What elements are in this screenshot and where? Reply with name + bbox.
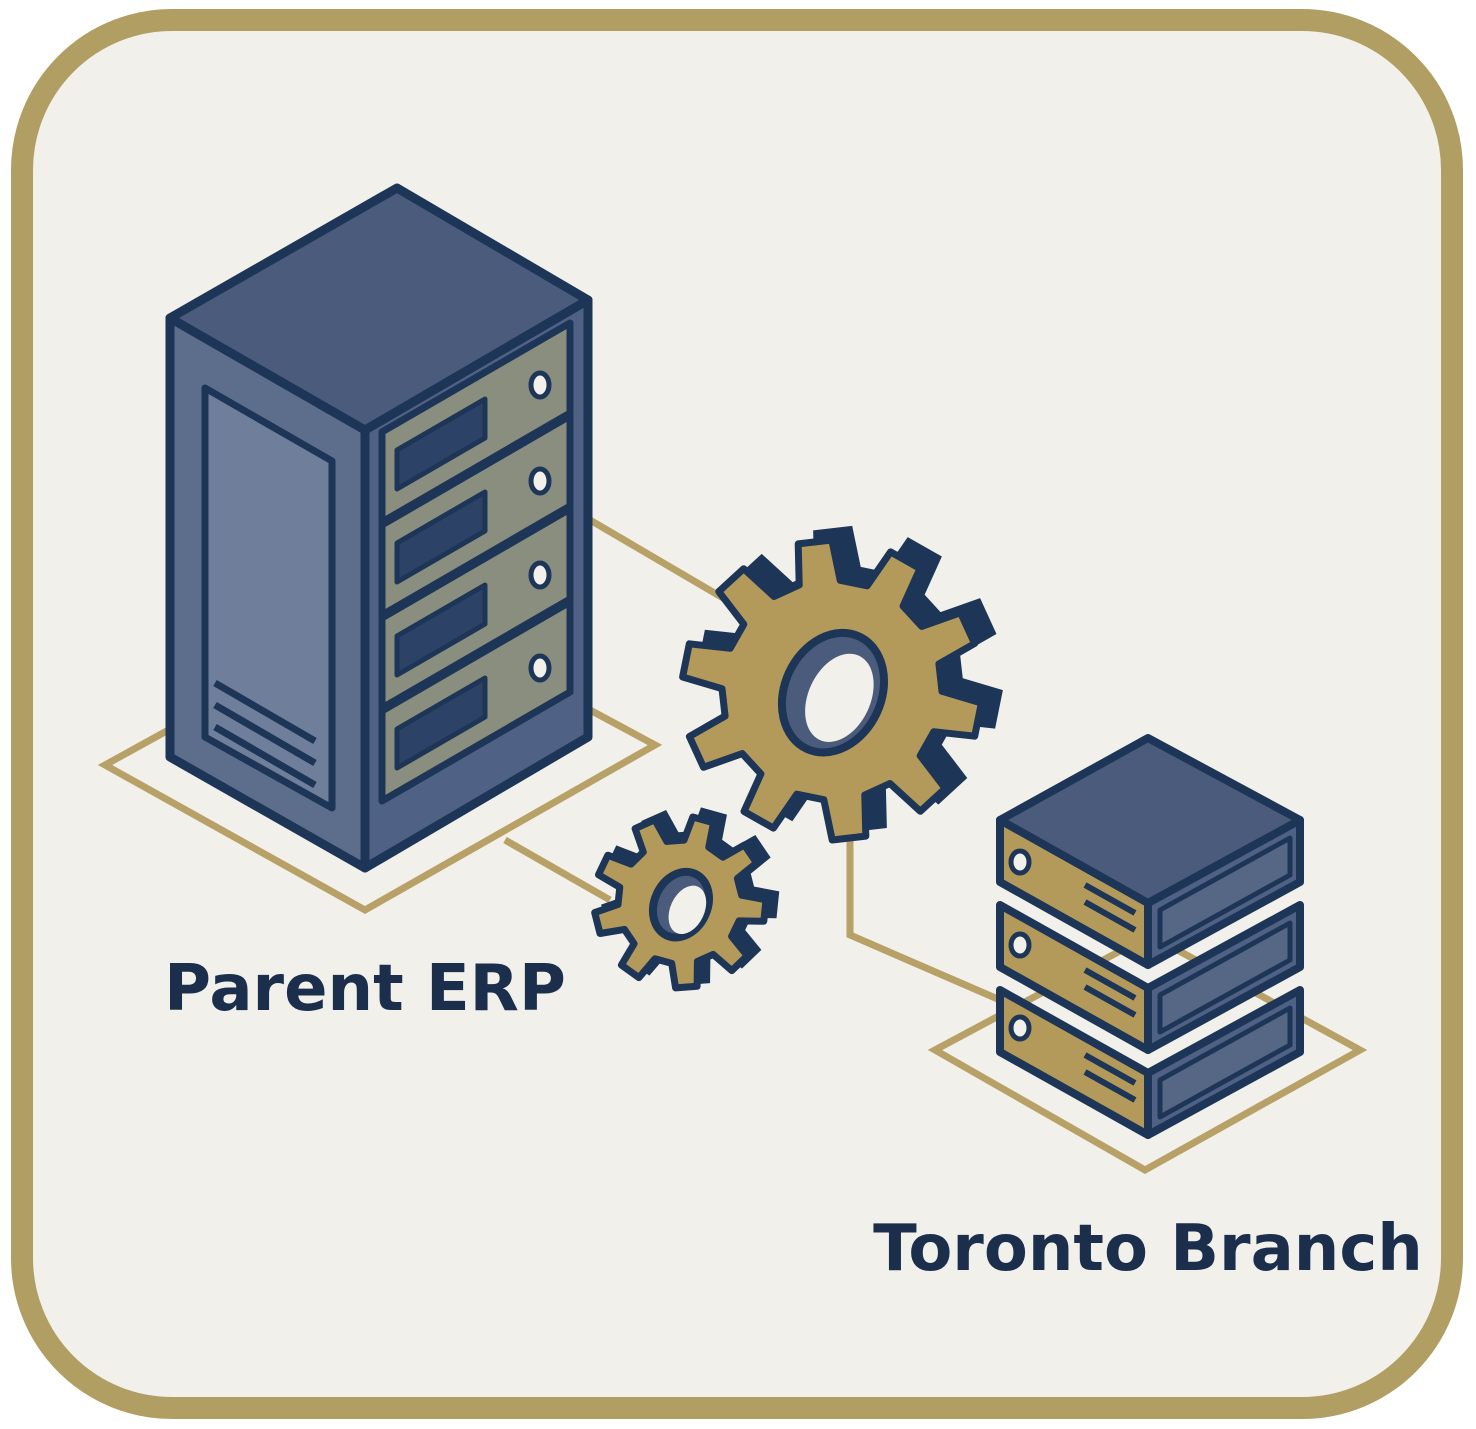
tower-vent-line — [213, 701, 317, 767]
server-stack-icon — [996, 734, 1304, 1139]
stack-vent-line — [1083, 899, 1137, 933]
drive-bay-slot — [394, 582, 488, 678]
drive-bay-led — [528, 653, 552, 683]
gear-hole-highlight — [668, 885, 707, 935]
tower-drive-bays — [378, 319, 574, 805]
drive-bay-led — [528, 370, 552, 400]
stack-unit-led — [1008, 931, 1032, 959]
small-gear-icon — [591, 807, 780, 992]
stack-vent-line — [1083, 984, 1137, 1018]
stack-vent-line — [1083, 1052, 1137, 1086]
toronto-branch-label: Toronto Branch — [873, 1212, 1423, 1286]
stack-unit-side-panel — [1157, 835, 1293, 950]
drive-bay-slot — [394, 489, 488, 585]
stack-vent-line — [1083, 882, 1137, 916]
large-gear-icon — [679, 525, 1003, 844]
gear-hole-highlight — [805, 653, 874, 742]
parent-erp-label: Parent ERP — [164, 952, 566, 1026]
connector-parent-to-small-gear — [503, 836, 612, 904]
drive-bay-led — [528, 560, 552, 590]
stack-unit-led — [1008, 848, 1032, 876]
tower-vent-line — [213, 723, 317, 789]
stack-unit-led — [1008, 1014, 1032, 1042]
drive-bay-led — [528, 466, 552, 496]
stack-top-face — [996, 734, 1304, 907]
tower-top-face — [165, 183, 593, 435]
stack-vent-line — [1083, 1069, 1137, 1103]
connector-parent-to-gear — [588, 516, 737, 609]
stack-vent-line — [1083, 967, 1137, 1001]
tower-vent-line — [213, 679, 317, 745]
drive-bay-slot — [394, 675, 488, 771]
stack-unit-side-panel — [1157, 920, 1293, 1035]
connector-gear-to-branch — [846, 840, 1002, 1004]
stack-unit-side-panel — [1157, 1005, 1293, 1120]
drive-bay-slot — [394, 396, 488, 492]
tower-side-panel — [201, 384, 336, 812]
